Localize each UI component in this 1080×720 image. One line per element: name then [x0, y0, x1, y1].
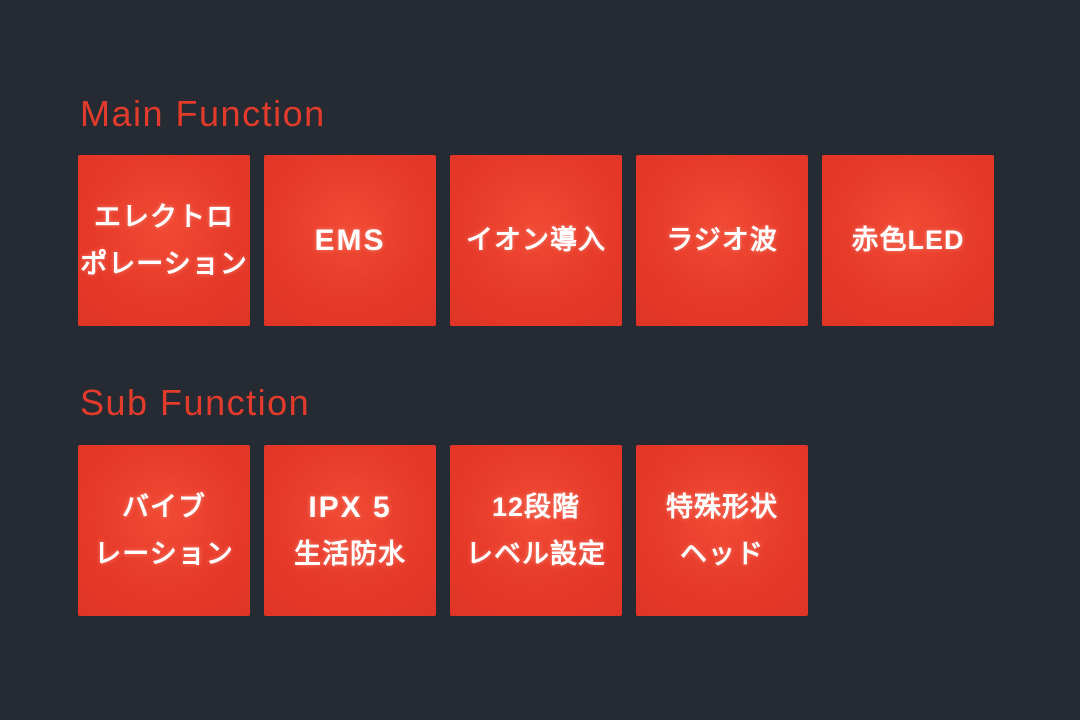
feature-tile-red-led: 赤色LED	[822, 155, 994, 326]
tile-label-line: バイブ	[122, 491, 206, 522]
tile-label-line: 12段階	[491, 491, 581, 522]
tile-label-line: 赤色LED	[851, 225, 965, 255]
tile-label-line: エレクトロ	[94, 201, 234, 232]
tile-label-line: EMS	[314, 224, 386, 257]
tile-label-line: ポレーション	[80, 248, 248, 279]
tile-label-line: IPX 5	[308, 490, 392, 524]
main-function-tile-row: エレクトロ ポレーション EMS イオン導入 ラジオ波 赤色LED	[78, 155, 994, 326]
feature-tile-vibration: バイブ レーション	[78, 445, 250, 616]
feature-tile-12-level-setting: 12段階 レベル設定	[450, 445, 622, 616]
section-title-sub-function: Sub Function	[80, 382, 311, 423]
tile-label-line: レベル設定	[466, 538, 606, 569]
feature-tile-ems: EMS	[264, 155, 436, 326]
feature-tile-radio-wave: ラジオ波	[636, 155, 808, 326]
tile-label-line: 特殊形状	[666, 491, 778, 522]
feature-tile-ion-introduction: イオン導入	[450, 155, 622, 326]
tile-label-line: 生活防水	[294, 538, 406, 569]
sub-function-tile-row: バイブ レーション IPX 5 生活防水 12段階 レベル設定 特殊形状 ヘッド	[78, 445, 808, 616]
tile-label-line: ヘッド	[680, 538, 764, 569]
tile-label-line: イオン導入	[466, 225, 606, 255]
feature-tile-ipx5-waterproof: IPX 5 生活防水	[264, 445, 436, 616]
feature-tile-special-shaped-head: 特殊形状 ヘッド	[636, 445, 808, 616]
tile-label-line: ラジオ波	[666, 225, 778, 255]
feature-tile-electroporation: エレクトロ ポレーション	[78, 155, 250, 326]
section-title-main-function: Main Function	[80, 93, 326, 134]
tile-label-line: レーション	[94, 538, 234, 569]
